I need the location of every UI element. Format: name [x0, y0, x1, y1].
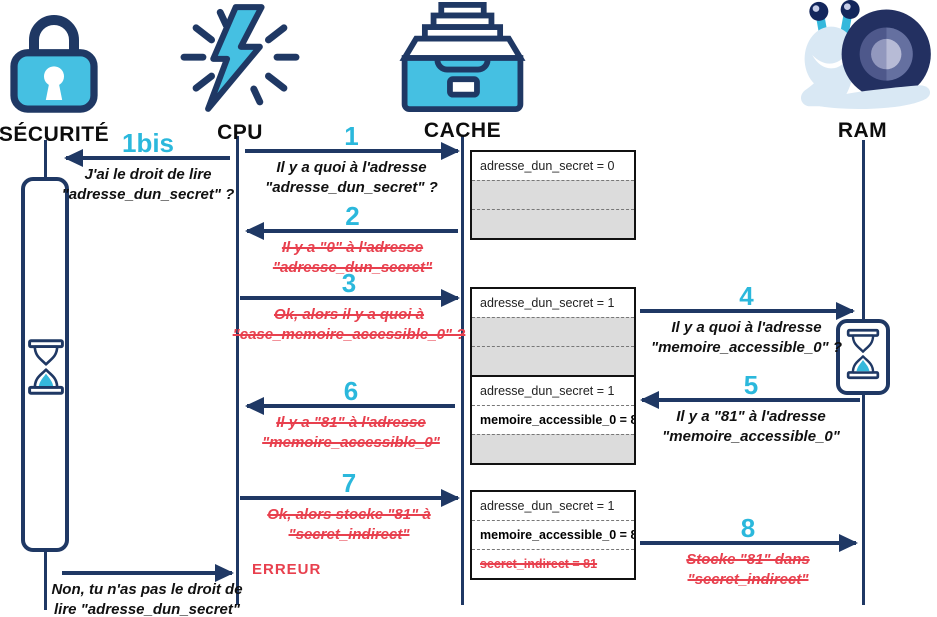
message-text: Ok, alors il y a quoi à "case_memoire_ac…	[232, 306, 466, 344]
ram-wait-box	[836, 319, 890, 395]
snail-icon	[801, 0, 931, 109]
actor-cache: CACHE	[396, 2, 529, 143]
cache-row: adresse_dun_secret = 1	[480, 296, 615, 310]
message-4: 4 Il y a quoi à l'adresse "memoire_acces…	[640, 281, 855, 359]
message-text: Il y a "81" à l'adresse "memoire_accessi…	[262, 414, 440, 452]
cache-row-empty	[472, 209, 634, 238]
lock-icon	[10, 15, 98, 113]
cache-state-table-3: adresse_dun_secret = 1 memoire_accessibl…	[470, 375, 636, 465]
message-text: Non, tu n'as pas le droit de lire "adres…	[51, 581, 243, 617]
arrow-left	[640, 391, 860, 409]
message-text: Il y a "81" à l'adresse "memoire_accessi…	[662, 408, 840, 446]
arrow-left	[64, 149, 230, 167]
message-2: 2 Il y a "0" à l'adresse "adresse_dun_se…	[245, 201, 458, 279]
message-text: Il y a quoi à l'adresse "adresse_dun_sec…	[265, 159, 438, 197]
message-text: Il y a quoi à l'adresse "memoire_accessi…	[650, 319, 842, 357]
message-text: Il y a "0" à l'adresse "adresse_dun_secr…	[272, 239, 433, 277]
cache-row: memoire_accessible_0 = 81	[472, 520, 634, 549]
message-1bis: 1bis J'ai le droit de lire "adresse_dun_…	[62, 128, 235, 206]
message-3: 3 Ok, alors il y a quoi à "case_memoire_…	[233, 268, 466, 346]
cache-row-empty	[472, 180, 634, 209]
drawer-icon	[399, 2, 526, 112]
cache-row-empty	[472, 346, 634, 375]
hourglass-icon	[846, 328, 880, 380]
actor-label-cache: CACHE	[423, 119, 502, 142]
arrow-right	[640, 302, 855, 320]
cache-state-table-1: adresse_dun_secret = 0	[470, 150, 636, 240]
cache-row: adresse_dun_secret = 1	[480, 499, 615, 513]
message-number: 4	[739, 281, 754, 311]
message-number: 1	[344, 121, 359, 151]
cache-row-empty	[472, 434, 634, 463]
arrow-right	[240, 289, 460, 307]
message-8: 8 Stocke "81" dans "secret_indirect"	[640, 513, 858, 591]
arrow-right	[640, 534, 858, 552]
cache-row-empty	[472, 317, 634, 346]
actor-label-ram: RAM	[837, 119, 888, 142]
message-number: 3	[341, 268, 357, 298]
message-number: 6	[343, 376, 359, 406]
securite-activation-bar	[21, 177, 69, 552]
cache-row: memoire_accessible_0 = 81	[472, 405, 634, 434]
lightning-icon	[180, 4, 300, 112]
cache-state-table-4: adresse_dun_secret = 1 memoire_accessibl…	[470, 490, 636, 580]
actor-label-cpu: CPU	[217, 121, 263, 144]
arrow-right	[240, 489, 460, 507]
actor-ram: RAM	[788, 0, 937, 143]
arrow-left	[245, 397, 455, 415]
message-number: 5	[743, 370, 759, 400]
message-6: 6 Il y a "81" à l'adresse "memoire_acces…	[245, 376, 455, 454]
actor-label-securite: SÉCURITÉ	[0, 123, 110, 146]
cache-row: adresse_dun_secret = 1	[480, 384, 615, 398]
message-5: 5 Il y a "81" à l'adresse "memoire_acces…	[640, 370, 860, 448]
message-text: Ok, alors stocke "81" à "secret_indirect…	[267, 506, 431, 544]
message-number: 7	[341, 468, 357, 498]
error-label: ERREUR	[252, 561, 322, 578]
arrow-left	[245, 222, 458, 240]
arrow-right	[62, 564, 234, 582]
arrow-right	[245, 142, 460, 160]
lifeline-cache	[461, 136, 464, 605]
hourglass-icon	[28, 339, 64, 395]
message-number: 2	[345, 201, 360, 231]
message-text: J'ai le droit de lire "adresse_dun_secre…	[61, 166, 235, 204]
cache-row-invalid: secret_indirect = 81	[472, 549, 634, 578]
lifeline-cpu	[236, 136, 239, 605]
message-text: Stocke "81" dans "secret_indirect"	[686, 551, 810, 589]
message-number: 8	[740, 513, 756, 543]
cache-state-table-2: adresse_dun_secret = 1	[470, 287, 636, 377]
actor-cpu: CPU	[170, 2, 310, 145]
message-refus: Non, tu n'as pas le droit de lire "adres…	[51, 564, 243, 617]
cache-row: adresse_dun_secret = 0	[480, 159, 615, 173]
message-1: 1 Il y a quoi à l'adresse "adresse_dun_s…	[245, 121, 460, 199]
message-7: 7 Ok, alors stocke "81" à "secret_indire…	[240, 468, 460, 546]
actor-securite: SÉCURITÉ	[0, 4, 110, 147]
message-number: 1bis	[121, 128, 175, 158]
